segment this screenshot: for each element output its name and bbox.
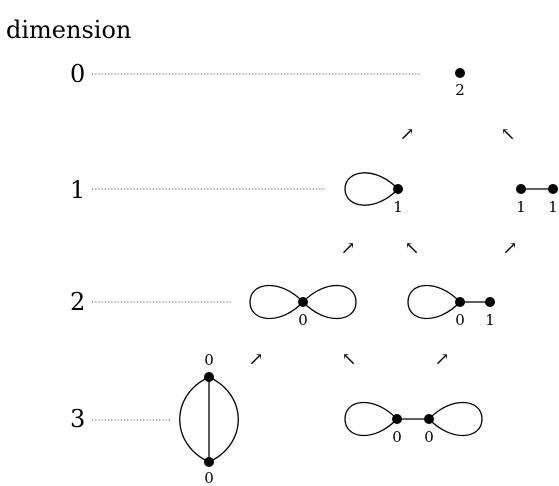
vertex-label: 2 [455, 81, 465, 99]
vertex [485, 297, 495, 307]
vertex-label: 0 [424, 428, 434, 446]
vertex [516, 184, 526, 194]
graph-theta [179, 372, 239, 467]
vertex [455, 68, 465, 78]
vertex-label: 0 [392, 428, 402, 446]
row-label-3: 3 [70, 405, 85, 433]
vertex [298, 297, 308, 307]
vertex [455, 297, 465, 307]
right-loop [302, 284, 357, 320]
vertex [424, 414, 434, 424]
vertex-label: 0 [298, 311, 308, 329]
right-loop [428, 401, 483, 437]
graph-loop [344, 172, 403, 206]
vertex [393, 184, 403, 194]
arrow-ne-icon: ↗ [434, 349, 449, 370]
graph-loop-edge [407, 284, 495, 320]
arrow-nw-icon: ↖ [404, 238, 419, 259]
vertex [204, 372, 214, 382]
graph-edge [516, 184, 558, 194]
arrow-nw-icon: ↖ [341, 349, 356, 370]
dimension-title: dimension [6, 16, 131, 44]
arrow-nw-icon: ↖ [500, 124, 515, 145]
loop-edge [344, 172, 399, 206]
vertex [204, 457, 214, 467]
row-label-0: 0 [70, 60, 85, 88]
row-label-1: 1 [70, 176, 85, 204]
loop-edge [407, 284, 461, 320]
left-loop [249, 284, 304, 320]
vertex-label: 1 [548, 198, 558, 216]
vertex-label: 0 [204, 469, 214, 486]
row-label-2: 2 [70, 288, 85, 316]
arrow-ne-icon: ↗ [248, 349, 263, 370]
vertex [548, 184, 558, 194]
left-edge [179, 376, 210, 463]
vertex-label: 1 [393, 198, 403, 216]
arrow-ne-icon: ↗ [340, 238, 355, 259]
left-loop [344, 401, 398, 437]
graph-dumbbell [344, 401, 483, 437]
vertex-label: 1 [485, 311, 495, 329]
vertex-label: 0 [455, 311, 465, 329]
right-edge [208, 376, 239, 463]
vertex [392, 414, 402, 424]
vertex-label: 1 [516, 198, 526, 216]
graph-point [455, 68, 465, 78]
arrow-ne-icon: ↗ [502, 238, 517, 259]
vertex-label: 0 [204, 351, 214, 369]
arrow-ne-icon: ↗ [399, 124, 414, 145]
graph-figure-eight [249, 284, 357, 320]
